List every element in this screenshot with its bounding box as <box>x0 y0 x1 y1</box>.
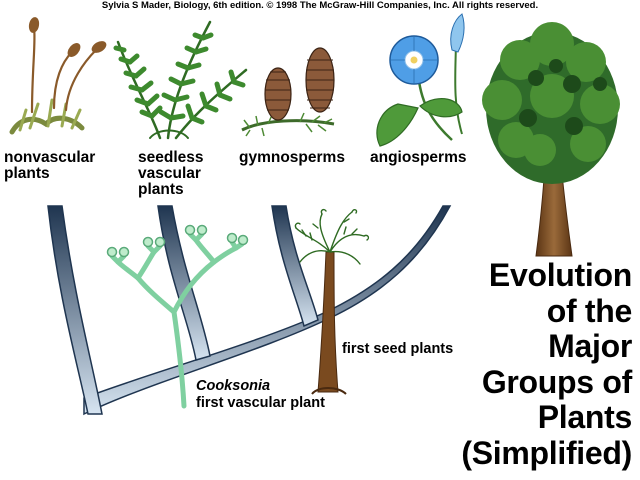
title-line: Major <box>548 328 632 364</box>
label-line: plants <box>4 165 50 182</box>
phylogeny-branches <box>47 205 452 416</box>
label-gymnosperms: gymnosperms <box>239 150 345 166</box>
title-line: Evolution <box>488 257 632 293</box>
title-line: Groups of <box>481 363 632 400</box>
diagram-title: Evolution of the Major Groups of Plants … <box>461 257 633 471</box>
cooksonia-illustration <box>106 224 249 409</box>
label-line: first vascular plant <box>196 395 325 411</box>
title-line: (Simplified) <box>461 434 632 471</box>
fern-illustration <box>113 20 248 140</box>
label-line: angiosperms <box>370 149 467 166</box>
gymnosperm-branch <box>271 205 319 328</box>
copyright-notice: Sylvia S Mader, Biology, 6th edition. © … <box>101 0 539 11</box>
title-line: Plants <box>537 399 633 435</box>
label-angiosperms: angiosperms <box>370 150 466 166</box>
pine-cone-illustration <box>241 47 335 137</box>
moss-illustration <box>9 17 107 135</box>
label-line: gymnosperms <box>239 149 345 166</box>
seedless-vascular-branch <box>157 205 211 361</box>
label-line: first seed plants <box>342 341 454 357</box>
label-line: seedless <box>138 149 204 166</box>
label-cooksonia: Cooksonia first vascular plant <box>196 378 325 412</box>
label-line: nonvascular <box>4 149 96 166</box>
label-nonvascular-plants: nonvascular plants <box>4 150 95 182</box>
flower-illustration <box>376 13 465 147</box>
root-branch <box>83 205 452 416</box>
label-line: vascular <box>138 165 201 182</box>
nonvascular-branch <box>47 205 103 415</box>
label-line: Cooksonia <box>196 378 271 394</box>
label-first-seed-plants: first seed plants <box>342 341 453 358</box>
seed-fern-illustration <box>294 208 370 395</box>
oak-tree-illustration <box>482 22 620 257</box>
label-line: plants <box>138 181 184 198</box>
label-seedless-vascular-plants: seedless vascular plants <box>138 150 204 198</box>
title-line: of the <box>546 292 633 329</box>
